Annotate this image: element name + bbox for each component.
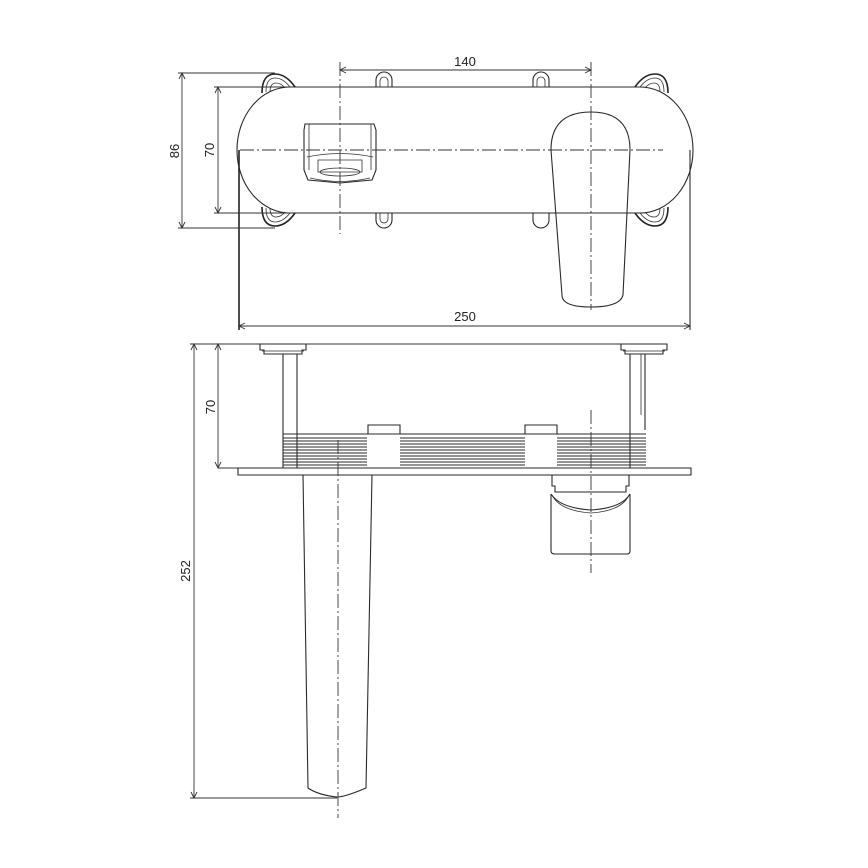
dimension-252: 252: [178, 342, 337, 800]
mounting-lug-top-left: [261, 73, 296, 94]
dimension-label-252: 252: [178, 560, 193, 582]
slot-top-2: [532, 71, 550, 87]
cap-right: [620, 343, 668, 468]
dimension-86: 86: [167, 71, 275, 230]
spout-side: [302, 474, 373, 798]
lever-handle-front: [550, 111, 631, 308]
dimension-label-70-side: 70: [203, 400, 218, 414]
slot-bottom-1: [375, 213, 393, 229]
lever-handle-side: [550, 474, 631, 555]
side-view: 70 252: [178, 342, 692, 818]
mounting-lug-bottom-left: [261, 206, 296, 227]
threaded-body: [283, 424, 646, 466]
wall-plate: [237, 467, 692, 476]
dimension-250: 250: [237, 309, 692, 330]
dimension-70-side: 70: [203, 342, 238, 470]
dimension-70-front: 70: [202, 85, 290, 215]
dimension-label-70-front: 70: [202, 143, 217, 157]
slot-bottom-2: [532, 213, 550, 229]
dimension-label-86: 86: [167, 144, 182, 158]
cap-left: [259, 343, 307, 468]
front-view: 140 250 86 70: [167, 54, 694, 330]
mounting-lug-bottom-right: [634, 206, 669, 227]
mounting-lug-top-right: [634, 73, 669, 94]
dimension-140: 140: [338, 54, 593, 74]
dimension-label-250: 250: [454, 309, 476, 324]
dimension-label-140: 140: [454, 54, 476, 69]
slot-top-1: [375, 71, 393, 87]
